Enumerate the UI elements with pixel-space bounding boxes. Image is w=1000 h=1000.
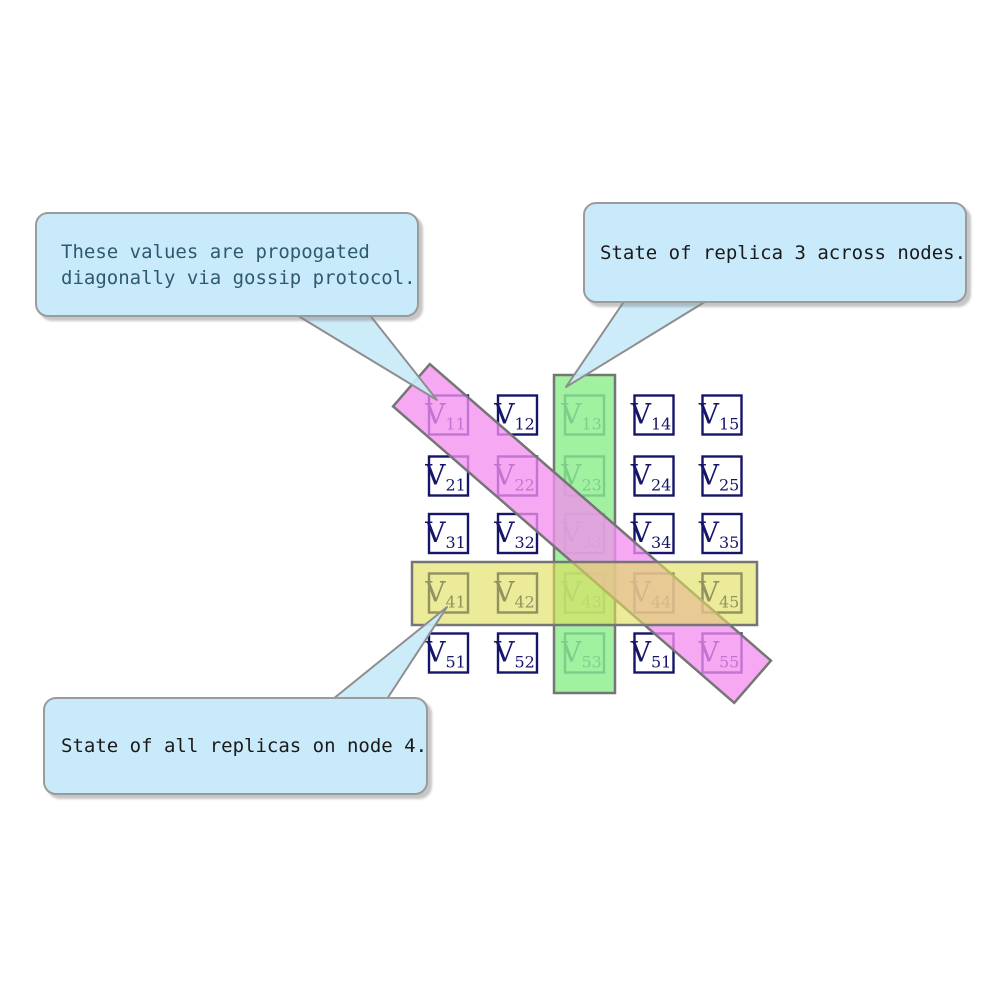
cell-box xyxy=(701,394,743,436)
cell-box xyxy=(633,394,675,436)
callout-pointers xyxy=(294,299,709,700)
cell-box xyxy=(427,512,470,555)
callout-text-line: diagonally via gossip protocol. xyxy=(61,266,416,289)
grid-cell-V51: V51 xyxy=(424,632,470,674)
pointer-gossip-diagonal xyxy=(294,313,438,401)
grid-cell-V15: V15 xyxy=(698,394,743,436)
highlight-bands xyxy=(391,362,773,705)
cell-box xyxy=(633,455,675,497)
cell-box xyxy=(496,632,539,674)
grid-cell-V34: V34 xyxy=(630,512,675,555)
callout-text-line: State of replica 3 across nodes. xyxy=(600,241,967,264)
grid-cell-V35: V35 xyxy=(698,512,743,555)
grid-cell-V31: V31 xyxy=(424,512,470,555)
pointer-replica-3-column xyxy=(565,299,709,388)
grid-cell-V14: V14 xyxy=(630,394,675,436)
callout-text-line: These values are propogated xyxy=(61,240,370,263)
callout-text-line: State of all replicas on node 4. xyxy=(61,735,428,757)
cell-box xyxy=(701,455,743,497)
cell-box xyxy=(427,632,470,674)
cell-box xyxy=(701,512,743,555)
cell-label: V31 xyxy=(424,516,466,552)
cell-label: V32 xyxy=(493,516,535,552)
grid-cell-V52: V52 xyxy=(493,632,539,674)
grid-cell-V24: V24 xyxy=(630,455,675,497)
callout-node-4-row: State of all replicas on node 4. xyxy=(43,697,428,795)
callout-replica-3-column: State of replica 3 across nodes. xyxy=(583,202,967,303)
grid-cell-V25: V25 xyxy=(698,455,743,497)
cell-label: V15 xyxy=(698,398,740,434)
grid-cell-V21: V21 xyxy=(424,455,470,497)
cell-box xyxy=(633,512,675,555)
callout-gossip-diagonal: These values are propogated diagonally v… xyxy=(35,212,419,317)
node-4-row-highlight xyxy=(410,560,759,627)
